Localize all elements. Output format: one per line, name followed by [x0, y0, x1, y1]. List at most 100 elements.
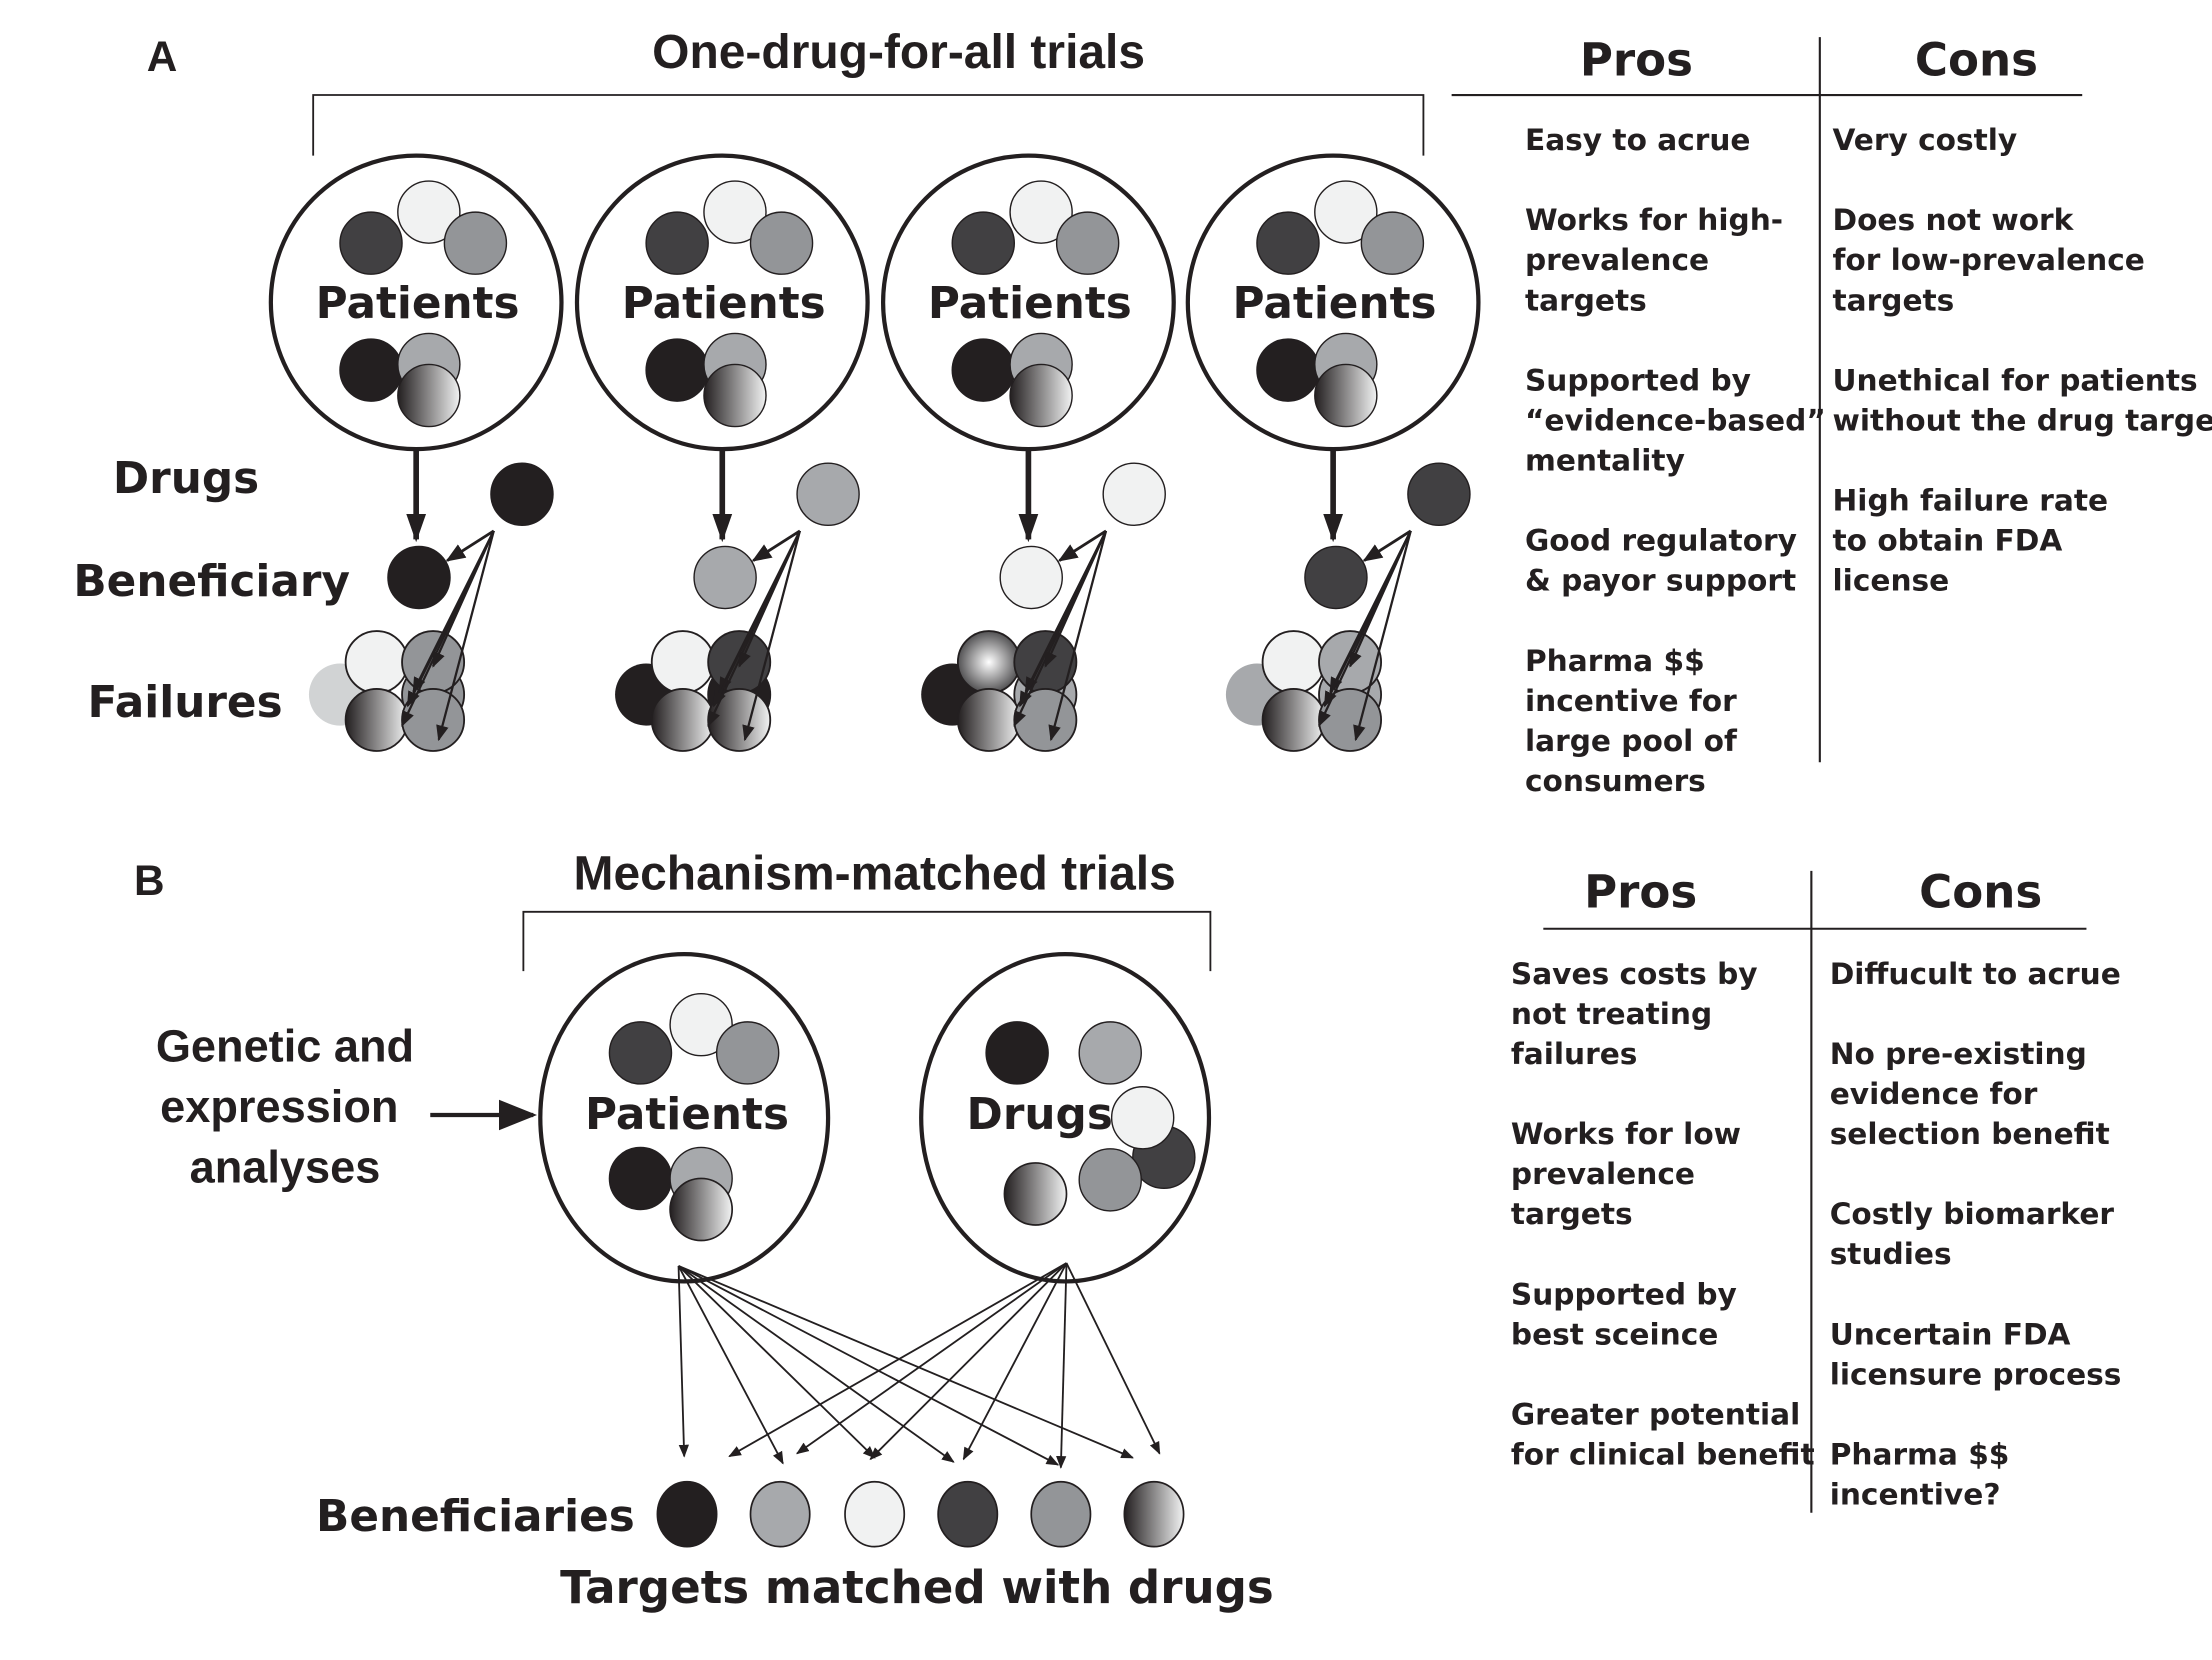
panel-a-pro-item: Easy to acrue [1525, 123, 1751, 157]
target-dot [1314, 363, 1378, 428]
drug-to-beneficiary-arrow [796, 1262, 1068, 1455]
failure-dot [650, 630, 715, 695]
panel-b-con-item-line: No pre-existing [1830, 1037, 2087, 1071]
panel-b-pro-item-line: Works for low [1511, 1117, 1741, 1151]
panel-a-cons-header: Cons [1915, 33, 2038, 86]
panel-b-con-item-line: evidence for [1830, 1077, 2038, 1111]
drug-to-beneficiary-arrow [445, 529, 495, 562]
drugs-row-label: Drugs [113, 453, 259, 504]
beneficiaries-label: Beneficiaries [316, 1491, 635, 1542]
target-dot [715, 1021, 780, 1085]
failure-dot [956, 630, 1021, 695]
patients-pool: Patients [574, 153, 870, 452]
panel-a-con-item-line: without the drug target [1833, 403, 2212, 437]
panel-b-con-item-line: Diffucult to acrue [1830, 957, 2121, 991]
beneficiary-row-label: Beneficiary [73, 556, 350, 607]
failure-dot [650, 688, 715, 752]
drug-dot [1102, 462, 1166, 526]
panel-b-pro-item-line: prevalence [1511, 1157, 1695, 1191]
target-dot [951, 211, 1016, 275]
panel-b-pro-item-line: not treating [1511, 997, 1712, 1031]
patients-pool-label: Patients [928, 278, 1132, 329]
panel-b-pro-item-line: Greater potential [1511, 1397, 1800, 1431]
target-dot [645, 338, 709, 402]
panel-a-pro-item-line: Easy to acrue [1525, 123, 1751, 157]
trial-2: Patients [574, 153, 870, 752]
panel-b-con-item-line: Uncertain FDA [1830, 1317, 2071, 1351]
panel-a-pro-item: Supported by“evidence-based”mentality [1525, 363, 1826, 477]
panel-a-con-item-line: Very costly [1833, 123, 2018, 157]
panel-b-con-item-line: licensure process [1830, 1357, 2122, 1391]
failure-dot [344, 688, 409, 752]
drug-to-beneficiary-arrow [869, 1262, 1068, 1461]
drug-dot [1003, 1162, 1068, 1226]
target-dot [608, 1021, 673, 1085]
patients-pool-label: Patients [1233, 278, 1437, 329]
drug-to-beneficiary-arrow [1362, 529, 1412, 562]
patients-pool: Patients [880, 153, 1176, 452]
drugs-pool-label: Drugs [967, 1089, 1113, 1140]
drug-to-failure-arrow [712, 530, 801, 708]
panel-b-con-item-line: Costly biomarker [1830, 1197, 2115, 1231]
panel-a-pro-item-line: Good regulatory [1525, 524, 1797, 558]
target-dot [703, 180, 767, 244]
panel-a-pro-item-line: Supported by [1525, 363, 1751, 397]
target-dot [669, 1177, 734, 1242]
drug-dot [1078, 1021, 1142, 1085]
drug-to-failure-arrow [1353, 530, 1412, 742]
target-dot [749, 211, 814, 275]
matching-arrows [677, 1262, 1161, 1469]
beneficiary-dot [749, 1480, 811, 1548]
patient-to-beneficiary-arrow [678, 1265, 955, 1463]
drug-dot [490, 462, 554, 526]
failure-dot [956, 688, 1021, 752]
drug-to-beneficiary-arrow [1065, 1262, 1161, 1455]
patient-to-beneficiary-arrow [677, 1265, 689, 1458]
input-label-line-3: analyses [190, 1142, 381, 1193]
panel-b-con-item: Uncertain FDA licensure process [1830, 1317, 2122, 1391]
panel-b-cons-list: Diffucult to acrue No pre-existing evidenc… [1830, 957, 2122, 1512]
panel-a-con-item-line: High failure rate [1833, 484, 2109, 518]
failures-row-label: Failures [87, 677, 282, 728]
target-dot [645, 211, 709, 275]
panel-b-cons-header: Cons [1919, 866, 2042, 919]
panel-b-caption: Targets matched with drugs [560, 1561, 1274, 1614]
panel-b-pro-item-line: Saves costs by [1511, 957, 1758, 991]
target-dot [1009, 363, 1073, 428]
beneficiary-dot [999, 545, 1063, 610]
drug-to-failure-arrow [1018, 530, 1108, 708]
panel-b-title: Mechanism-matched trials [574, 847, 1176, 900]
target-dot [1360, 211, 1425, 275]
target-dot [339, 338, 403, 402]
panel-a-con-item-line: Does not work [1833, 203, 2075, 237]
drug-to-beneficiary-arrow [1057, 529, 1107, 562]
drug-to-failure-arrow [436, 530, 495, 742]
panel-a-pro-item-line: incentive for [1525, 684, 1737, 718]
panel-b: B Mechanism-matched trials Genetic and e… [134, 847, 2121, 1614]
panel-a-title: One-drug-for-all trials [652, 26, 1145, 79]
panel-a-con-item-line: targets [1833, 283, 1955, 317]
panel-a-pro-item-line: & payor support [1525, 564, 1796, 598]
panel-a-letter: A [147, 33, 178, 80]
drug-to-beneficiary-arrow [1056, 1263, 1068, 1469]
patient-to-beneficiary-arrow [678, 1265, 1060, 1466]
beneficiary-dot [1030, 1480, 1092, 1548]
beneficiary-dot [937, 1480, 999, 1548]
target-dot [1256, 211, 1320, 275]
target-dot [1055, 211, 1120, 275]
panel-b-con-item: Pharma $$incentive? [1830, 1438, 2010, 1512]
panel-a-con-item-line: license [1833, 564, 1950, 598]
panel-a-pro-item-line: Works for high- [1525, 203, 1783, 237]
drugs-pool: Drugs [919, 952, 1212, 1284]
panel-b-bracket [522, 910, 1212, 972]
panel-a-con-item-line: for low-prevalence [1833, 243, 2145, 277]
target-dot [1314, 180, 1378, 244]
drug-dot [1110, 1086, 1175, 1150]
panel-a-pro-item-line: targets [1525, 283, 1647, 317]
